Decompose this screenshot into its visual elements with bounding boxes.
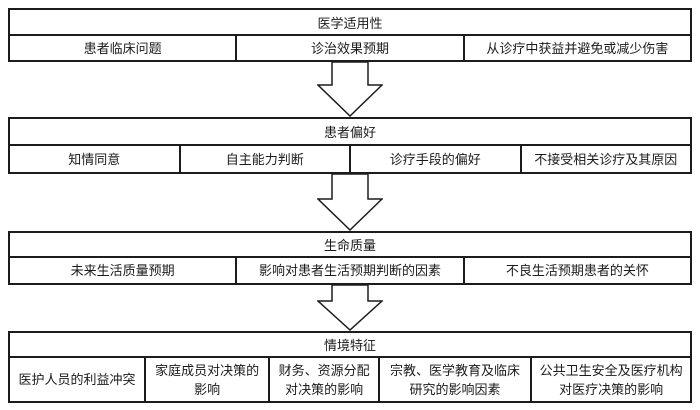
cell-clinical-problem: 患者临床问题 xyxy=(83,40,162,56)
cell-family-influence-on-decision: 家庭成员对决策的影响 xyxy=(143,358,268,401)
block-quality-of-life-cells: 未来生活质量预期 影响对患者生活预期判断的因素 不良生活预期患者的关怀 xyxy=(10,258,690,283)
cell-benefit-and-harm-avoidance: 从诊疗中获益并避免或减少伤害 xyxy=(462,36,690,60)
cell-public-health-institution-influence: 公共卫生安全及医疗机构对医疗决策的影响 xyxy=(530,358,690,401)
arrow-down-icon xyxy=(317,174,383,231)
block-patient-preferences-title: 患者偏好 xyxy=(10,119,690,146)
cell-staff-conflict-of-interest: 医护人员的利益冲突 xyxy=(18,372,136,387)
cell-informed-consent: 知情同意 xyxy=(68,151,121,167)
block-medical-indications-title: 医学适用性 xyxy=(10,10,690,36)
block-quality-of-life: 生命质量 未来生活质量预期 影响对患者生活预期判断的因素 不良生活预期患者的关怀 xyxy=(8,231,692,285)
cell-qol-judgment-factors: 影响对患者生活预期判断的因素 xyxy=(235,258,462,283)
cell-finance-resource-influence: 财务、资源分配对决策的影响 xyxy=(268,358,377,401)
block-contextual-features-cells: 医护人员的利益冲突 家庭成员对决策的影响 财务、资源分配对决策的影响 宗教、医学… xyxy=(10,358,690,401)
arrow-row-2 xyxy=(8,174,692,231)
four-box-ethics-diagram: 医学适用性 患者临床问题 诊治效果预期 从诊疗中获益并避免或减少伤害 患者偏好 … xyxy=(8,8,692,403)
arrow-down-icon xyxy=(317,285,383,331)
cell-religion-education-research-factors: 宗教、医学教育及临床研究的影响因素 xyxy=(377,358,530,401)
block-contextual-features-title: 情境特征 xyxy=(10,333,690,358)
arrow-row-1 xyxy=(8,62,692,117)
cell-autonomy-capacity-judgment: 自主能力判断 xyxy=(178,146,350,172)
block-medical-indications-cells: 患者临床问题 诊治效果预期 从诊疗中获益并避免或减少伤害 xyxy=(10,36,690,60)
cell-treatment-refusal-reasons: 不接受相关诊疗及其原因 xyxy=(519,146,691,172)
block-medical-indications: 医学适用性 患者临床问题 诊治效果预期 从诊疗中获益并避免或减少伤害 xyxy=(8,8,692,62)
block-contextual-features: 情境特征 医护人员的利益冲突 家庭成员对决策的影响 财务、资源分配对决策的影响 … xyxy=(8,331,692,403)
arrow-down-icon xyxy=(317,62,383,117)
cell-expected-treatment-outcome: 诊治效果预期 xyxy=(235,36,462,60)
arrow-row-3 xyxy=(8,285,692,331)
cell-treatment-preference: 诊疗手段的偏好 xyxy=(349,146,520,172)
cell-poor-prognosis-patient-care: 不良生活预期患者的关怀 xyxy=(462,258,690,283)
cell-future-qol-expectation: 未来生活质量预期 xyxy=(70,263,175,278)
block-quality-of-life-title: 生命质量 xyxy=(10,233,690,258)
block-patient-preferences-cells: 知情同意 自主能力判断 诊疗手段的偏好 不接受相关诊疗及其原因 xyxy=(10,146,690,172)
block-patient-preferences: 患者偏好 知情同意 自主能力判断 诊疗手段的偏好 不接受相关诊疗及其原因 xyxy=(8,117,692,174)
